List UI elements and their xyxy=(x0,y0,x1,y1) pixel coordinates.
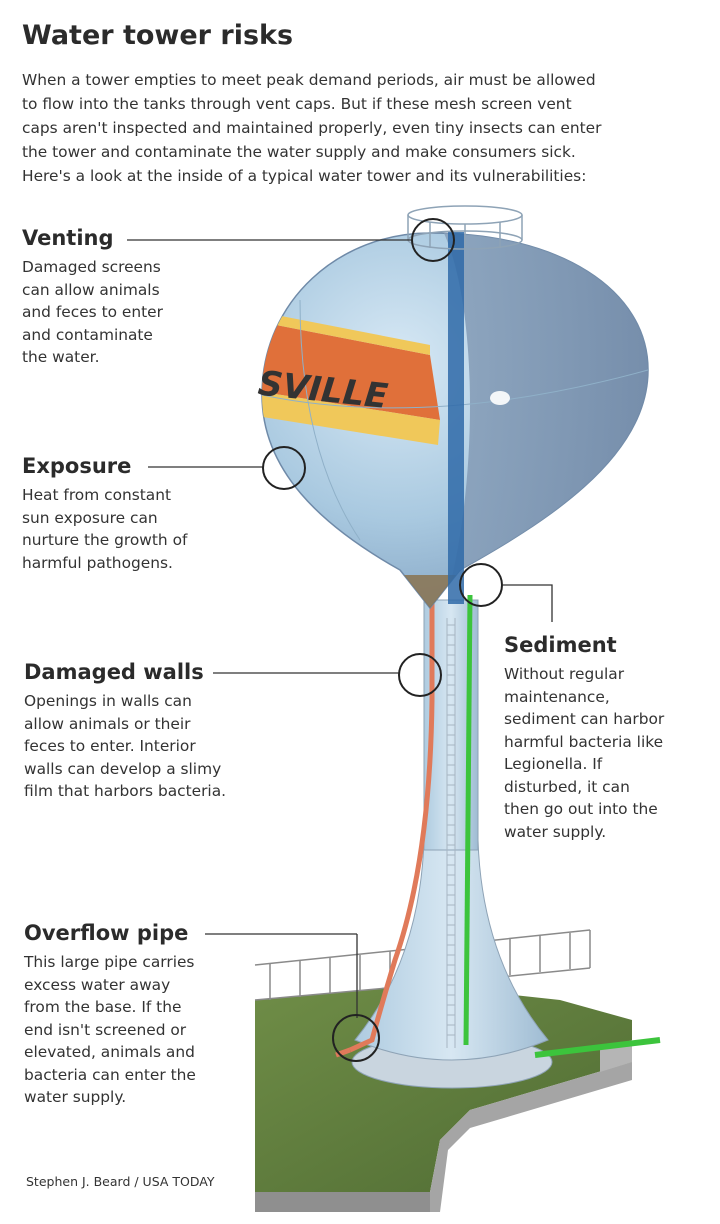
callout-heading: Overflow pipe xyxy=(24,921,189,945)
callout-line: water supply. xyxy=(24,1088,127,1106)
intro-line: caps aren't inspected and maintained pro… xyxy=(22,119,602,137)
image-credit: Stephen J. Beard / USA TODAY xyxy=(26,1174,215,1189)
callout-line: sediment can harbor xyxy=(504,710,665,728)
callout-overflow-pipe: Overflow pipe This large pipe carries ex… xyxy=(24,921,196,1109)
callout-heading: Damaged walls xyxy=(24,660,204,684)
intro-line: the tower and contaminate the water supp… xyxy=(22,143,576,161)
callout-line: elevated, animals and xyxy=(24,1043,195,1061)
callout-line: disturbed, it can xyxy=(504,777,630,796)
callout-line: film that harbors bacteria. xyxy=(24,782,227,800)
callout-line: sun exposure can xyxy=(22,508,158,527)
callout-sediment: Sediment Without regular maintenance, se… xyxy=(504,633,664,843)
callout-line: and contaminate xyxy=(22,325,153,344)
page-title: Water tower risks xyxy=(22,20,294,51)
callout-heading: Venting xyxy=(22,226,114,250)
callout-line: Damaged screens xyxy=(22,258,161,276)
intro-paragraph: When a tower empties to meet peak demand… xyxy=(22,68,702,188)
callout-description: Damaged screens can allow animals and fe… xyxy=(22,256,163,369)
intro-line: Here's a look at the inside of a typical… xyxy=(22,167,587,185)
sediment-marker xyxy=(459,563,503,607)
callout-line: then go out into the xyxy=(504,800,658,818)
callout-line: feces to enter. Interior xyxy=(24,737,196,755)
ladder xyxy=(446,618,456,1048)
venting-marker xyxy=(411,218,455,262)
callout-line: and feces to enter xyxy=(22,303,163,321)
callout-line: end isn't screened or xyxy=(24,1020,187,1039)
callout-line: water supply. xyxy=(504,822,607,841)
callout-description: This large pipe carries excess water awa… xyxy=(24,951,196,1109)
callout-line: maintenance, xyxy=(504,687,610,706)
callout-line: bacteria can enter the xyxy=(24,1065,196,1084)
callout-line: Legionella. If xyxy=(504,755,603,773)
callout-line: harmful bacteria like xyxy=(504,732,664,751)
callout-description: Without regular maintenance, sediment ca… xyxy=(504,663,664,843)
overflow-pipe xyxy=(348,290,435,1053)
water-tank: SVILLE xyxy=(256,232,649,610)
leader-lines xyxy=(127,239,553,1018)
tower-pedestal xyxy=(351,839,553,1089)
callout-line: This large pipe carries xyxy=(24,953,195,971)
callout-line: walls can develop a slimy xyxy=(24,759,222,778)
callout-description: Heat from constant sun exposure can nurt… xyxy=(22,484,187,574)
callout-description: Openings in walls can allow animals or t… xyxy=(24,690,226,803)
callout-line: can allow animals xyxy=(22,280,160,299)
sediment-outlet-pipe xyxy=(463,594,473,1046)
callout-heading: Exposure xyxy=(22,454,132,478)
riser-pipe xyxy=(448,232,464,604)
callout-line: Without regular xyxy=(504,665,625,683)
callout-line: harmful pathogens. xyxy=(22,553,173,572)
intro-line: to flow into the tanks through vent caps… xyxy=(22,95,572,113)
intro-line: When a tower empties to meet peak demand… xyxy=(22,71,596,89)
callout-exposure: Exposure Heat from constant sun exposure… xyxy=(22,454,187,574)
callout-damaged-walls: Damaged walls Openings in walls can allo… xyxy=(24,660,226,803)
callout-line: nurture the growth of xyxy=(22,531,188,549)
callout-line: Heat from constant xyxy=(22,486,172,504)
overflow-pipe-marker xyxy=(332,1014,380,1062)
callout-line: from the base. If the xyxy=(24,998,182,1016)
callout-line: allow animals or their xyxy=(24,714,191,733)
supply-pipe xyxy=(534,1037,661,1058)
callout-line: the water. xyxy=(22,348,100,366)
exposure-marker xyxy=(262,446,306,490)
callout-line: excess water away xyxy=(24,975,171,994)
callout-heading: Sediment xyxy=(504,633,617,657)
callout-line: Openings in walls can xyxy=(24,692,192,710)
callout-venting: Venting Damaged screens can allow animal… xyxy=(22,226,163,369)
damaged-walls-marker xyxy=(398,653,442,697)
